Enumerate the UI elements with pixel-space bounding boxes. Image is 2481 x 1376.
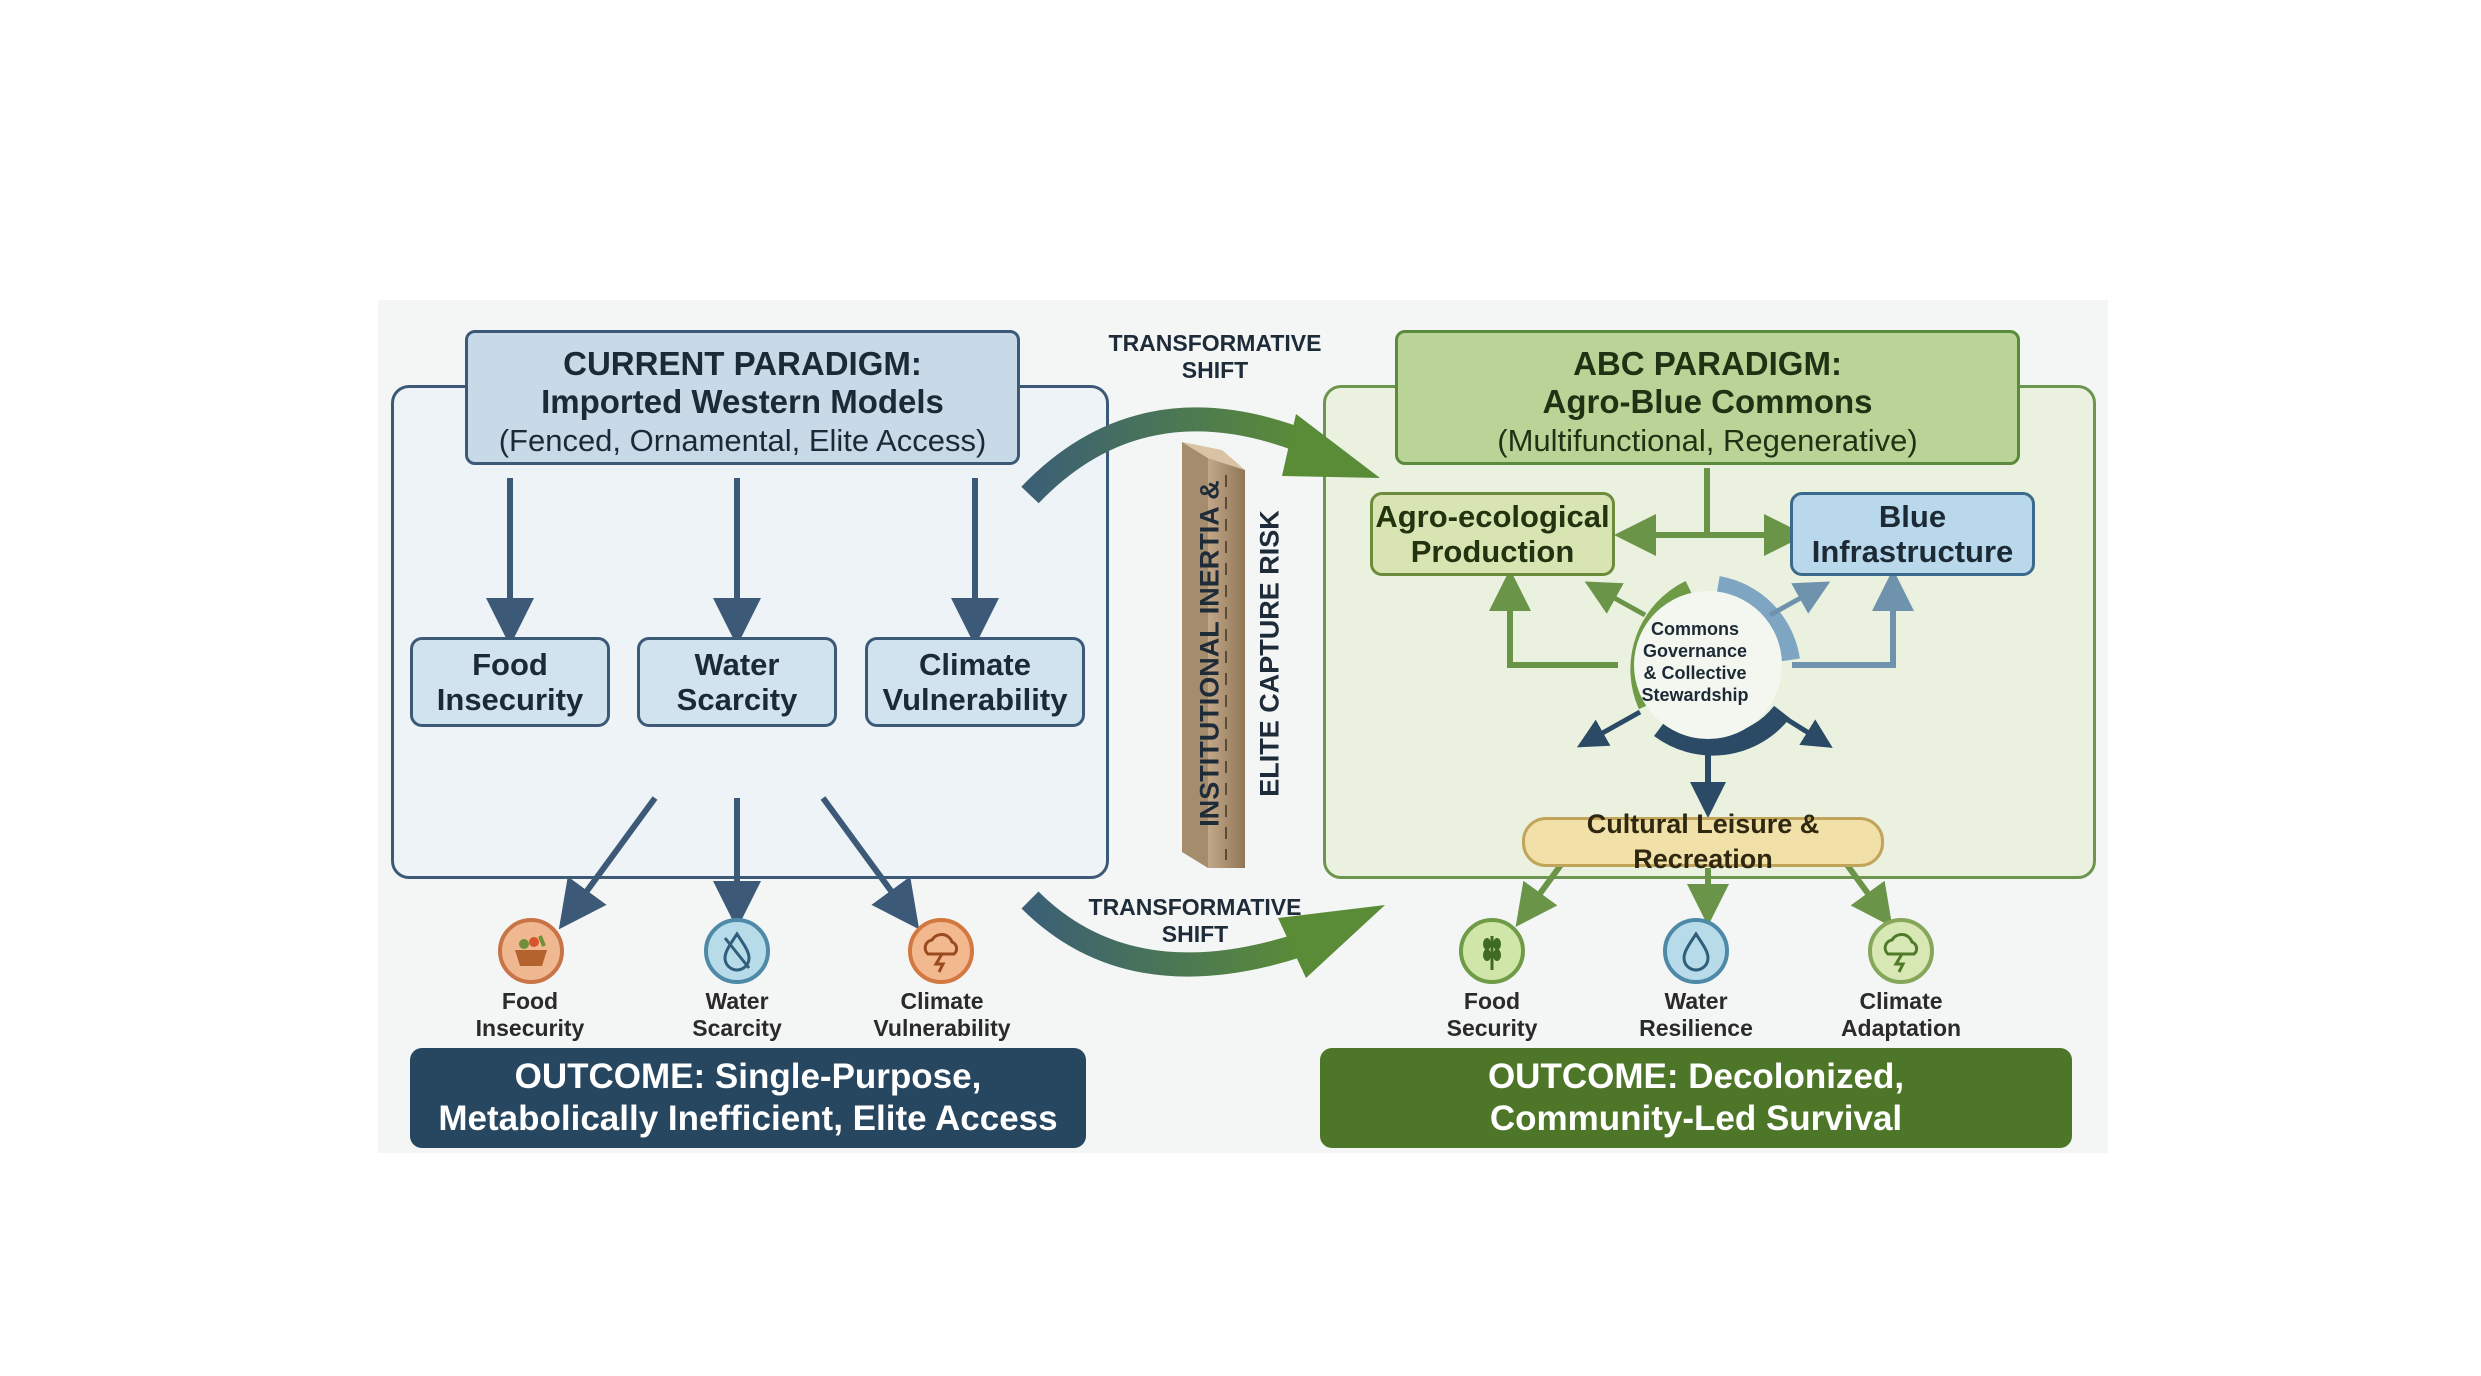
food-insecurity-box: Food Insecurity [410, 637, 610, 727]
water-scarcity-icon-label-line1: Water [705, 988, 769, 1014]
current-paradigm-subtitle-bold: Imported Western Models [541, 383, 944, 420]
abc-paradigm-subtitle-bold: Agro-Blue Commons [1542, 383, 1873, 420]
climate-adaptation-line2: Adaptation [1840, 1015, 1962, 1041]
hub-line2: Governance [1642, 641, 1748, 661]
abc-paradigm-header: ABC PARADIGM: Agro-Blue Commons (Multifu… [1395, 330, 2020, 465]
blue-infrastructure-box: Blue Infrastructure [1790, 492, 2035, 576]
current-outcome-line1: OUTCOME: Single-Purpose, [514, 1057, 982, 1096]
climate-vulnerability-line2: Vulnerability [882, 682, 1068, 717]
shift-bottom-line1: TRANSFORMATIVE [1088, 894, 1302, 920]
food-security-line1: Food [1463, 988, 1521, 1014]
shift-top-line2: SHIFT [1181, 357, 1249, 383]
water-scarcity-line2: Scarcity [676, 682, 798, 717]
climate-adaptation-line1: Climate [1859, 988, 1943, 1014]
climate-vulnerability-box: Climate Vulnerability [865, 637, 1085, 727]
shift-arrowhead-bottom [1278, 905, 1385, 978]
commons-governance-hub-label: Commons Governance & Collective Stewards… [1625, 618, 1765, 706]
barrier-wall [1182, 442, 1245, 868]
climate-vulnerability-icon-label-line2: Vulnerability [873, 1015, 1011, 1041]
abc-outcome-line1: OUTCOME: Decolonized, [1487, 1057, 1905, 1096]
transformative-shift-label-bottom: TRANSFORMATIVE SHIFT [1070, 894, 1320, 948]
food-insecurity-icon-label-line2: Insecurity [475, 1015, 585, 1041]
shift-arrowhead-top [1282, 414, 1380, 478]
water-scarcity-line1: Water [694, 647, 780, 682]
climate-adaptation-icon-label: Climate Adaptation [1791, 988, 2011, 1042]
blue-line2: Infrastructure [1811, 534, 2014, 569]
arrow-hub-to-blue [1792, 569, 1914, 668]
arrow-to-climate-icon [820, 796, 920, 930]
food-insecurity-icon-label: Food Insecurity [420, 988, 640, 1042]
food-insecurity-line1: Food [472, 647, 548, 682]
food-insecurity-icon-label-line1: Food [501, 988, 559, 1014]
arrow-to-climate-adaptation [1842, 860, 1893, 927]
hub-line3: & Collective [1643, 663, 1747, 683]
cultural-leisure-recreation-box: Cultural Leisure & Recreation [1522, 809, 1884, 874]
agro-line1: Agro-ecological [1375, 499, 1610, 534]
hub-line4: Stewardship [1641, 685, 1749, 705]
abc-paradigm-outcome: OUTCOME: Decolonized, Community-Led Surv… [1320, 1048, 2072, 1148]
shift-arrow-top [1021, 407, 1305, 504]
storm-cloud-icon [908, 918, 974, 984]
climate-vulnerability-icon-label-line1: Climate [900, 988, 984, 1014]
cloud-lightning-icon [1868, 918, 1934, 984]
current-outcome-line2: Metabolically Inefficient, Elite Access [438, 1099, 1058, 1138]
commons-governance-cycle [1630, 576, 1800, 756]
food-insecurity-line2: Insecurity [436, 682, 584, 717]
wheat-icon [1459, 918, 1525, 984]
hub-arrow-bottom-left [1576, 709, 1642, 748]
current-paradigm-description: (Fenced, Ornamental, Elite Access) [498, 423, 987, 458]
water-scarcity-icon-label: Water Scarcity [627, 988, 847, 1042]
hub-line1: Commons [1650, 619, 1739, 639]
arrow-to-food-icon [558, 796, 658, 930]
water-resilience-line1: Water [1664, 988, 1728, 1014]
hub-arrow-top-right [1768, 581, 1831, 618]
blue-line1: Blue [1878, 499, 1947, 534]
agro-line2: Production [1410, 534, 1575, 569]
shift-arrow-bottom [1021, 891, 1304, 977]
water-scarcity-box: Water Scarcity [637, 637, 837, 727]
barrier-label-line1: INSTITUTIONAL INERTIA & [1194, 480, 1225, 827]
current-paradigm-outcome: OUTCOME: Single-Purpose, Metabolically I… [410, 1048, 1086, 1148]
climate-vulnerability-line1: Climate [919, 647, 1031, 682]
water-drop-crossed-icon [704, 918, 770, 984]
arrow-header-to-agro [1614, 468, 1710, 556]
food-security-line2: Security [1446, 1015, 1538, 1041]
hub-arrow-top-left [1584, 581, 1647, 618]
water-resilience-icon-label: Water Resilience [1586, 988, 1806, 1042]
shift-bottom-line2: SHIFT [1161, 921, 1229, 947]
water-scarcity-icon-label-line2: Scarcity [692, 1015, 782, 1041]
abc-paradigm-description: (Multifunctional, Regenerative) [1497, 423, 1918, 458]
water-drop-icon [1663, 918, 1729, 984]
food-basket-icon [498, 918, 564, 984]
abc-paradigm-title: ABC PARADIGM: [1573, 345, 1842, 382]
agro-ecological-production-box: Agro-ecological Production [1370, 492, 1615, 576]
hub-arrow-bottom-right [1773, 709, 1833, 748]
barrier-label-line2: ELITE CAPTURE RISK [1254, 510, 1285, 797]
abc-outcome-line2: Community-Led Survival [1489, 1099, 1903, 1138]
water-resilience-line2: Resilience [1639, 1015, 1753, 1041]
food-security-icon-label: Food Security [1382, 988, 1602, 1042]
current-paradigm-header: CURRENT PARADIGM: Imported Western Model… [465, 330, 1020, 465]
current-paradigm-title: CURRENT PARADIGM: [563, 345, 922, 382]
arrow-hub-to-agro [1489, 569, 1618, 668]
arrow-to-food-security [1515, 860, 1566, 927]
transformative-shift-label-top: TRANSFORMATIVE SHIFT [1090, 330, 1340, 384]
climate-vulnerability-icon-label: Climate Vulnerability [832, 988, 1052, 1042]
shift-top-line1: TRANSFORMATIVE [1108, 330, 1322, 356]
